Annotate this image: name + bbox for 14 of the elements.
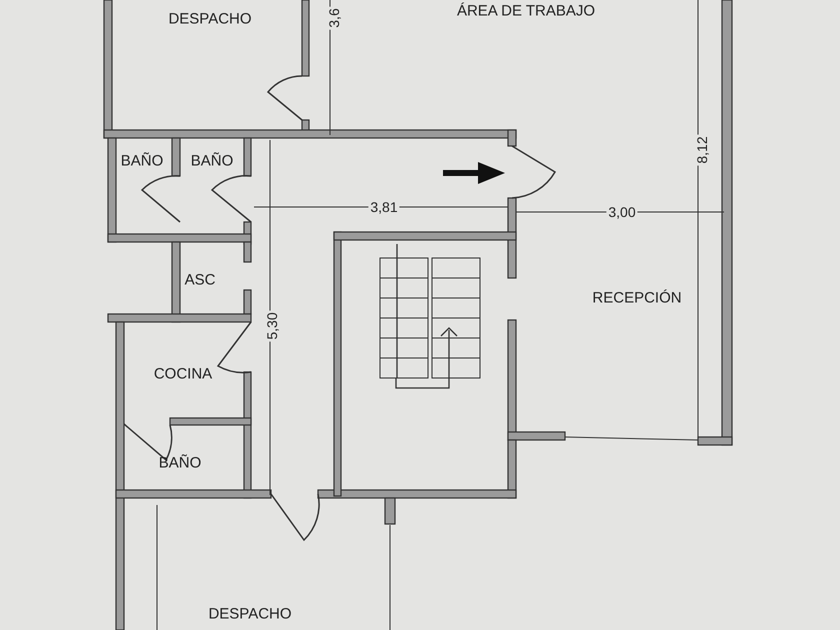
room-label: ÁREA DE TRABAJO [456,4,596,18]
room-label: DESPACHO [208,606,292,622]
dimension-label: 8,12 [695,134,709,166]
dimension-label: 3,00 [606,205,638,219]
room-label: BAÑO [190,154,234,168]
room-label: DESPACHO [168,12,252,26]
room-label: RECEPCIÓN [592,290,682,306]
room-label: ASC [184,272,216,288]
room-label: BAÑO [158,456,202,470]
dimension-label: 3,81 [368,200,400,214]
dimension-label: 5,30 [265,310,279,342]
room-label: COCINA [154,366,212,382]
dimension-label: 3,6 [327,6,341,30]
room-label: BAÑO [120,154,164,168]
